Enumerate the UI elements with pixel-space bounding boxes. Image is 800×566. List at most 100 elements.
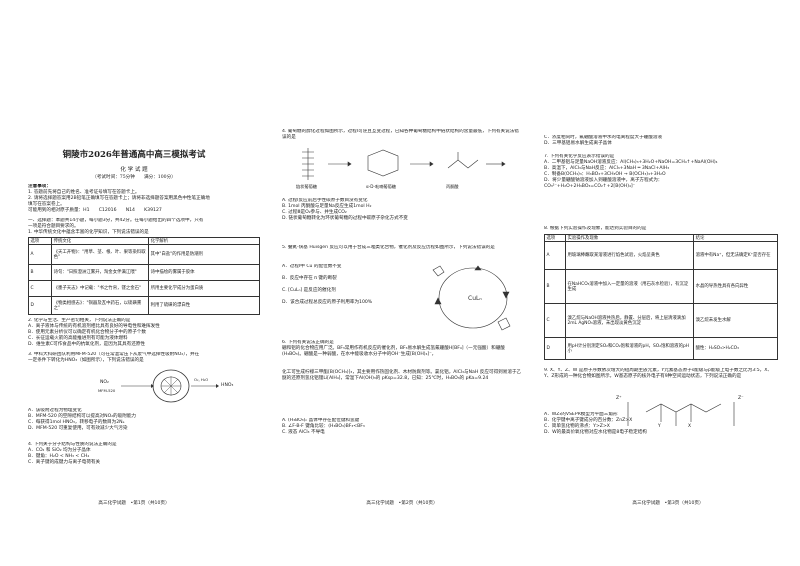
- table-cell: 溴乙烷与NaOH溶液共热后，静置、分层后，将上层清液滴加2mL AgNO₃溶液，…: [564, 303, 695, 339]
- note-item: 2. 请将选择题答案用2B铅笔正确填写在答题卡上；请将非选择题答案用黑色中性笔正…: [28, 196, 210, 201]
- table-header: 结论: [693, 234, 778, 243]
- option-c: C．离子键的成键力与离子电荷有关: [28, 460, 101, 465]
- option-a: A．WZ₃的VSEPR模型为平面三角形: [544, 412, 618, 417]
- option-c: C．简单氢化物的沸点：Y>Z>X: [544, 424, 610, 429]
- label-linear-glucose: 链状葡萄糖: [296, 184, 317, 189]
- question-7: 7. 下列有关化学反应表示错误的是 A．二甲基铝与足量NaOH溶液反应：Al(C…: [544, 154, 778, 190]
- question-9-stem: 9. X、Y、Z、W 是原子序数依次增大的短周期主族元素，Y元素基态原子s能级与…: [544, 368, 772, 379]
- table-header: 实验操作及现象: [564, 234, 695, 243]
- notes-title: 注意事项：: [28, 184, 51, 189]
- charge-left: Z⁺: [616, 396, 622, 401]
- question-4-stem: 4. 下列关于分子结构与性质的说法正确的是: [28, 442, 117, 447]
- table-row: B 在NaHCO₃溶液中加入一定量的溶液（用石灰水检验），有沉淀生成 水晶的导热…: [544, 269, 778, 305]
- option-a: A．过程Ⅰ中 Cu 的配位数不变: [282, 264, 342, 269]
- table-cell: 诗中描绘的雾属于胶体: [148, 264, 260, 282]
- svg-text:CuLₙ: CuLₙ: [468, 295, 482, 302]
- table-cell: 用pH计分别测定SO₂和CO₂饱和溶液的pH，SO₂饱和溶液的pH小: [564, 337, 695, 361]
- table-cell: 酸性：H₂SO₃>H₂CO₃: [693, 337, 778, 361]
- page-footer: 高三化学试题 •第2页（共10页）: [366, 501, 438, 506]
- question-3: 3. 中科大科研团队利用MFM-520（可在常温常压下从废气中选择性吸附NO₂）…: [28, 352, 260, 364]
- table-row: D 《物类相感志》："铜器及瓦中药石，以硫磺熏之" 利用了硫磺的漂白性: [28, 296, 260, 316]
- hno3-label: HNO₃: [221, 383, 234, 388]
- page-footer: 高三化学试题 •第3页（共10页）: [632, 501, 704, 506]
- option-d-equation: CO₃²⁻+H₂O+2H₃BO₃=CO₂↑+2[B(OH)₄]⁻: [544, 184, 636, 189]
- exam-page-1: 铜陵市2026年普通高中高三模拟考试 化 学 试 题 （考试时间：75分钟 满分…: [0, 0, 268, 566]
- reagent-label: O₂, H₂O: [194, 377, 209, 382]
- table-cell: A: [544, 241, 566, 271]
- table-cell: 其中"白盐"的作用是防潮剂: [148, 244, 260, 266]
- table-row: A 用玻璃棒蘸取某溶液进行焰色试验，火焰呈黄色 溶液中有Na⁺，但无法确定K⁺是…: [544, 241, 778, 271]
- table-row: C 溴乙烷与NaOH溶液共热后，静置、分层后，将上层清液滴加2mL AgNO₃溶…: [544, 303, 778, 339]
- option-d: D．该合成过程总反应的原子利用率为100%: [282, 300, 373, 305]
- section-1-text: 一项是符合题目要求的。: [28, 224, 79, 229]
- notes: 注意事项： 1. 答题前先将自己的姓名、准考证号填写在答题卡上。 2. 请将选择…: [28, 184, 260, 214]
- option-b: B．反应中存在 π 键的断裂: [282, 276, 337, 281]
- table-cell: A: [28, 244, 53, 266]
- table-header: 选项: [544, 234, 566, 243]
- exam-title: 铜陵市2026年普通高中高三模拟考试: [62, 150, 206, 160]
- question-8-text: 8. 根据下列实验操作及现象，能达到实验目的的是: [544, 226, 647, 231]
- time-score: （考试时间：75分钟 满分：100分）: [92, 175, 176, 180]
- label-pyruvic-acid: 丙酮酸: [446, 184, 459, 189]
- table-cell: 《天工开物》："用草、茎、根、叶、果等染料取色": [51, 244, 150, 266]
- exam-page-2: 4. 葡萄糖的醇化过程如图所示，过程Ⅰ可逆且互变过程，已知各种葡萄糖结构中链状结…: [268, 0, 536, 566]
- table-cell: B: [28, 264, 53, 282]
- question-3-stem: 一定条件下转化为HNO₃（如图所示），下列说法错误的是: [28, 358, 144, 363]
- option-d: D．维生素C可作食品中的抗氧化剂，是因为其具有还原性: [28, 342, 145, 347]
- table-cell: 在NaHCO₃溶液中加入一定量的溶液（用石灰水检验），有沉淀生成: [564, 269, 695, 305]
- option-b: B．MFM-520 的空隙结构可以提高对NO₂的吸附能力: [28, 414, 137, 419]
- note-item: 可能用到的相对原子质量：H1 C12016 N14 K39127: [28, 208, 162, 213]
- question-1-stem: 1. 中华传统文化中蕴含丰富的化学知识，下列说法错误的是: [28, 230, 149, 235]
- question-4-options: A. 过程Ⅰ反应前后手性碳原子数目没有变化 B. 1mol 丙酮酸与足量Na反应…: [282, 198, 522, 222]
- table-cell: 所用主要化学成分为蛋白质: [148, 280, 260, 298]
- option-c: C．每获得1mol HNO₃，转移电子的数目为2Nₐ: [28, 420, 125, 425]
- question-5-stem: 5. 叠氮-炔基 Huisgen 反应可以用于合成三唑类化合物，催化剂及反应历程…: [282, 245, 495, 250]
- option-d: D．MFM-520 可重复使用，可有效减少大气污染: [28, 426, 128, 431]
- table-cell: 《墨子天志》中记载："书之竹帛，镂之金石": [51, 280, 150, 298]
- option-c: C. [CuLₙ] 是反应的催化剂: [282, 288, 336, 293]
- label-pyranose: α-D-吡喃葡萄糖: [366, 184, 396, 189]
- table-header: 选项: [28, 237, 53, 246]
- charge-right: Z⁻: [738, 396, 744, 401]
- table-cell: 用玻璃棒蘸取某溶液进行焰色试验，火焰呈黄色: [564, 241, 695, 271]
- reading-intro: 6. 下列有关说法正确的是: [282, 340, 334, 345]
- table-cell: 溴乙烷未发生水解: [693, 303, 778, 339]
- page-footer: 高三化学试题 •第1页（共10页）: [98, 501, 170, 506]
- option-d: D. 链状葡萄糖转化为环状葡萄糖的过程中碳原子杂化方式不变: [282, 216, 408, 221]
- option-a: A. 过程Ⅰ反应前后手性碳原子数目没有变化: [282, 198, 368, 203]
- table-cell: 利用了硫磺的漂白性: [148, 296, 260, 316]
- question-8-stem: 8. 根据下列实验操作及现象，能达到实验目的的是: [544, 226, 778, 232]
- question-7-stem: 7. 下列有关化学反应表示错误的是: [544, 154, 615, 159]
- reading-text: 硼和铝的化合物应用广泛。BF₃常用作有机反应的催化剂，BF₃易水解生成氢氟硼酸H…: [282, 346, 505, 357]
- table-cell: 诗句："日照澄洲江雾开，淘金女伴满江隈": [51, 264, 150, 282]
- option-a: A．二甲基铝与足量NaOH溶液反应：Al(CH₃)₃+3H₂O+NaOH=3CH…: [544, 160, 718, 165]
- exam-page-3: C．浓度相同时，氟硼酸溶液中水的电离程度大于硼酸溶液 D．三甲基铝易水解生成离子…: [536, 0, 800, 566]
- no2-label: NO₂: [100, 380, 109, 385]
- catalytic-cycle-diagram: CuLₙ: [418, 258, 528, 338]
- option-c: C．长征运载火箭的高能推进剂有可能为液体燃料: [28, 336, 128, 341]
- reading-text: 化工可生成柠檬三甲酯[B(OCH₃)]₃，其主要用作热固化剂、木材防腐剂等。氯化…: [282, 370, 522, 381]
- option-c: C. 液态 AlCl₃ 不导电: [282, 430, 325, 435]
- option-c: C．制备B(OCH₃)₃：H₃BO₃+3CH₃OH → B(OCH₃)₃+3H₂…: [544, 172, 666, 177]
- table-header: 传统文化: [51, 237, 150, 246]
- question-9-options: A．WZ₃的VSEPR模型为平面三角形 B．化学键中离子键成分的百分数：ZnZ>…: [544, 412, 660, 436]
- table-row: B 诗句："日照澄洲江雾开，淘金女伴满江隈" 诗中描绘的雾属于胶体: [28, 264, 260, 282]
- table-cell: D: [544, 337, 566, 361]
- table-row: C 《墨子天志》中记载："书之竹帛，镂之金石" 所用主要化学成分为蛋白质: [28, 280, 260, 298]
- question-2-stem: 2. 化学与生活、生产密切相关，下列说法正确的是: [28, 318, 131, 323]
- option-a: A. (H₃BO₃)ₙ 晶体中存在配位键和氢键: [282, 418, 360, 423]
- note-item: 填写在答案卷上。: [28, 202, 65, 207]
- table-cell: C: [544, 303, 566, 339]
- option-c: C. 过程Ⅲ是O₂参与、并生成CO₂: [282, 210, 347, 215]
- option-a: A．离子液体与传统的有机溶剂相比具有良好的导电性和难挥发性: [28, 324, 160, 329]
- option-d: D．三甲基铝易水解生成离子晶体: [544, 141, 612, 146]
- option-d: D．将少量硼酸钠溶液加入到硼酸溶液中，离子方程式为：: [544, 178, 663, 183]
- note-item: 1. 答题前先将自己的姓名、准考证号填写在答题卡上。: [28, 190, 140, 195]
- option-b: B. ∠F-B-F 键角比较：(H₃BO₃)BF₃<BF₃: [282, 424, 365, 429]
- table-cell: D: [28, 296, 53, 316]
- option-b: B．使用元素分析仪可以确定有机化合物分子中的原子个数: [28, 330, 146, 335]
- question-4-fragment: 4. 下列关于分子结构与性质的说法正确的是 A．CO₂ 和 SiO₂ 均为分子晶…: [28, 442, 260, 466]
- table-cell: 溶液中有Na⁺，但无法确定K⁺是否存在: [693, 241, 778, 271]
- question-3-stem: 3. 中科大科研团队利用MFM-520（可在常温常压下从废气中选择性吸附NO₂）…: [28, 352, 200, 357]
- table-row: D 用pH计分别测定SO₂和CO₂饱和溶液的pH，SO₂饱和溶液的pH小 酸性：…: [544, 337, 778, 361]
